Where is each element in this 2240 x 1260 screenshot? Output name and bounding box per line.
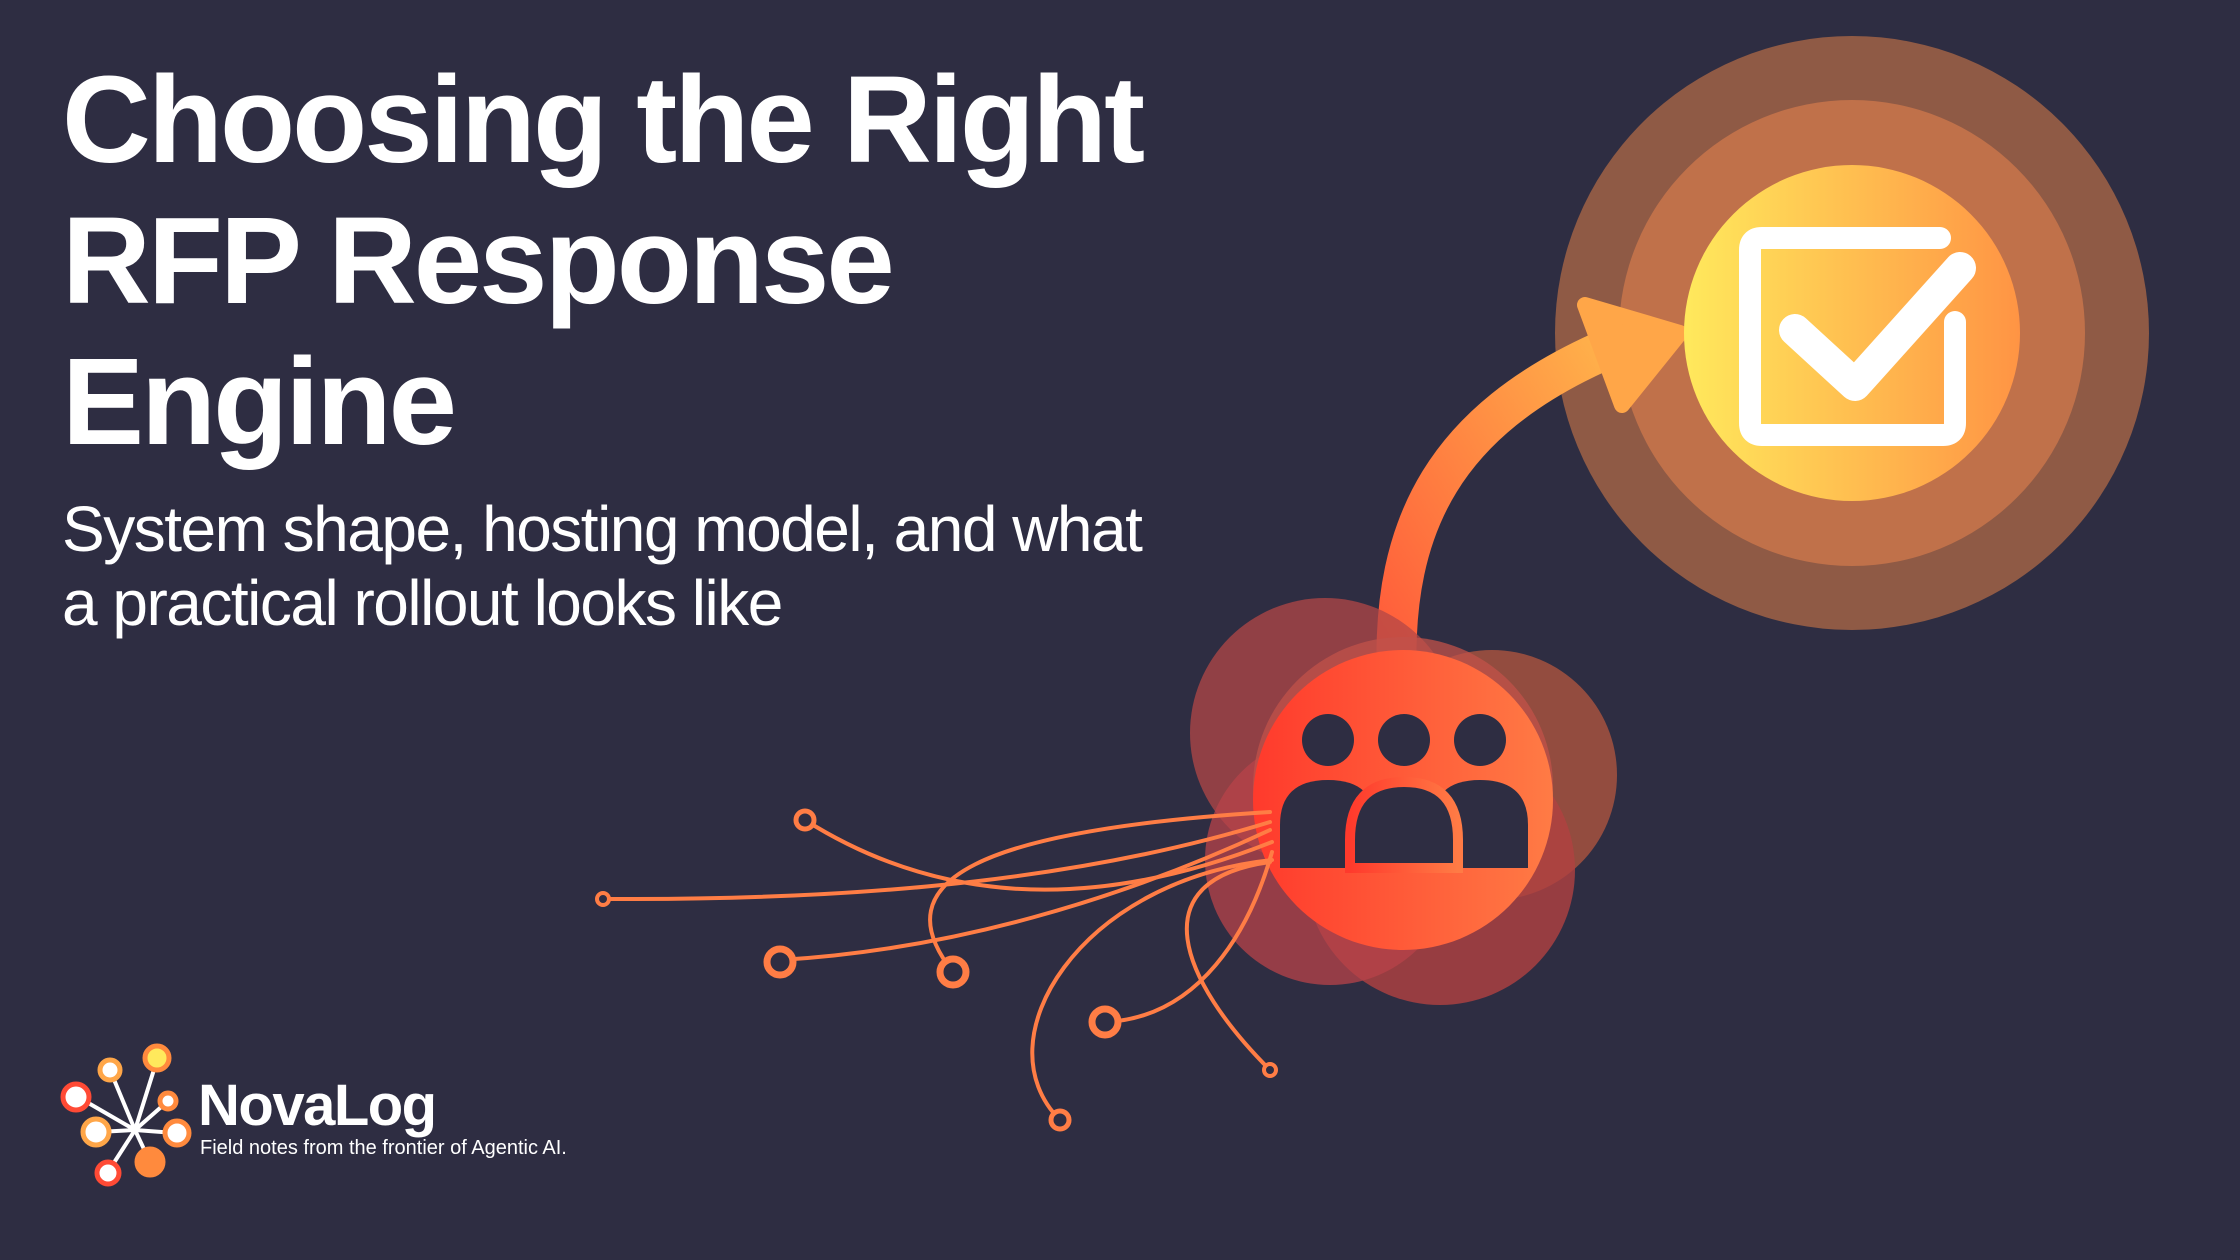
title-line: Engine [62, 334, 457, 471]
title-line: Choosing the Right [62, 52, 1145, 189]
page-title: Choosing the Right RFP Response Engine [62, 50, 1145, 473]
target-core [1684, 165, 2020, 501]
arrow-connector [1376, 297, 1688, 700]
brand-tagline: Field notes from the frontier of Agentic… [200, 1137, 567, 1159]
network-starburst-logo [60, 1043, 192, 1187]
page-subtitle: System shape, hosting model, and what a … [62, 492, 1143, 640]
people-group-icon [1280, 714, 1528, 873]
connection-lines [601, 810, 1274, 1122]
checkbox-checked-icon [1739, 227, 1976, 446]
brand-name: NovaLog [198, 1073, 437, 1138]
subtitle-line: System shape, hosting model, and what [62, 493, 1143, 565]
subtitle-line: a practical rollout looks like [62, 567, 783, 639]
connection-nodes [595, 808, 1278, 1132]
title-line: RFP Response [62, 193, 895, 330]
